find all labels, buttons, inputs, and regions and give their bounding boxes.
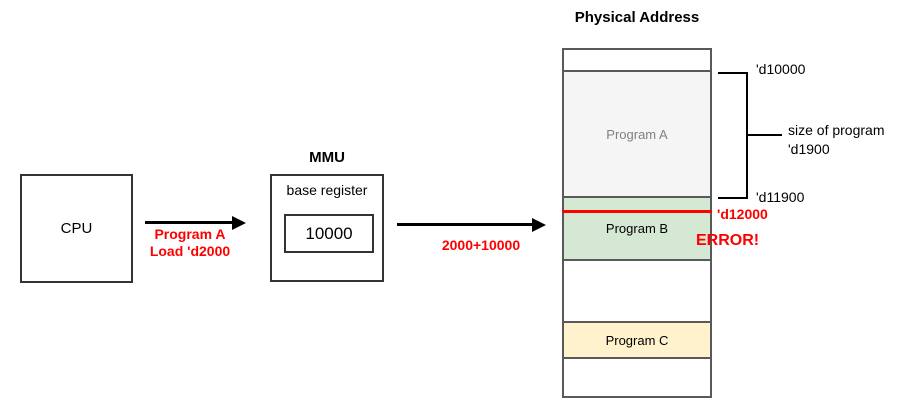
memory-segment-empty-top (564, 50, 710, 72)
label-addr-end: 'd11900 (756, 189, 805, 205)
base-register-value: 10000 (305, 223, 353, 243)
memory-segment-program-a: Program A (564, 72, 710, 198)
memory-column: Program A Program B Program C (562, 48, 712, 398)
memory-segment-program-c: Program C (564, 323, 710, 359)
mmu-arrow-annotation: 2000+10000 (441, 237, 521, 253)
program-a-label: Program A (606, 126, 668, 142)
memory-segment-empty-middle (564, 261, 710, 323)
program-c-label: Program C (605, 332, 669, 348)
cpu-box: CPU (20, 174, 133, 283)
memory-segment-program-b: Program B (564, 198, 710, 261)
base-register-value-box: 10000 (284, 214, 374, 253)
label-program-size: size of program 'd1900 (788, 121, 884, 159)
arrow-mmu-to-memory (397, 223, 533, 226)
cpu-arrow-annotation-line1: Program A (154, 226, 226, 242)
cpu-label: CPU (60, 220, 93, 237)
size-bracket-tick (748, 134, 782, 136)
mmu-title: MMU (309, 149, 345, 166)
label-addr-start: 'd10000 (756, 61, 806, 77)
label-addr-overflow: 'd12000 (717, 206, 768, 222)
physical-address-title: Physical Address (574, 9, 700, 26)
cpu-arrow-annotation: Program A Load 'd2000 (130, 226, 250, 260)
memory-segment-empty-bottom (564, 359, 710, 396)
error-label: ERROR! (696, 232, 760, 249)
label-program-size-line1: size of program (788, 122, 885, 138)
cpu-arrow-annotation-line2: Load 'd2000 (149, 243, 231, 259)
label-program-size-line2: 'd1900 (788, 141, 830, 157)
mmu-box: base register 10000 (270, 174, 384, 282)
program-b-label: Program B (605, 221, 669, 236)
overflow-limit-line (562, 210, 712, 213)
arrow-cpu-to-mmu (145, 221, 233, 224)
base-register-label: base register (286, 182, 368, 198)
size-bracket (718, 72, 748, 199)
